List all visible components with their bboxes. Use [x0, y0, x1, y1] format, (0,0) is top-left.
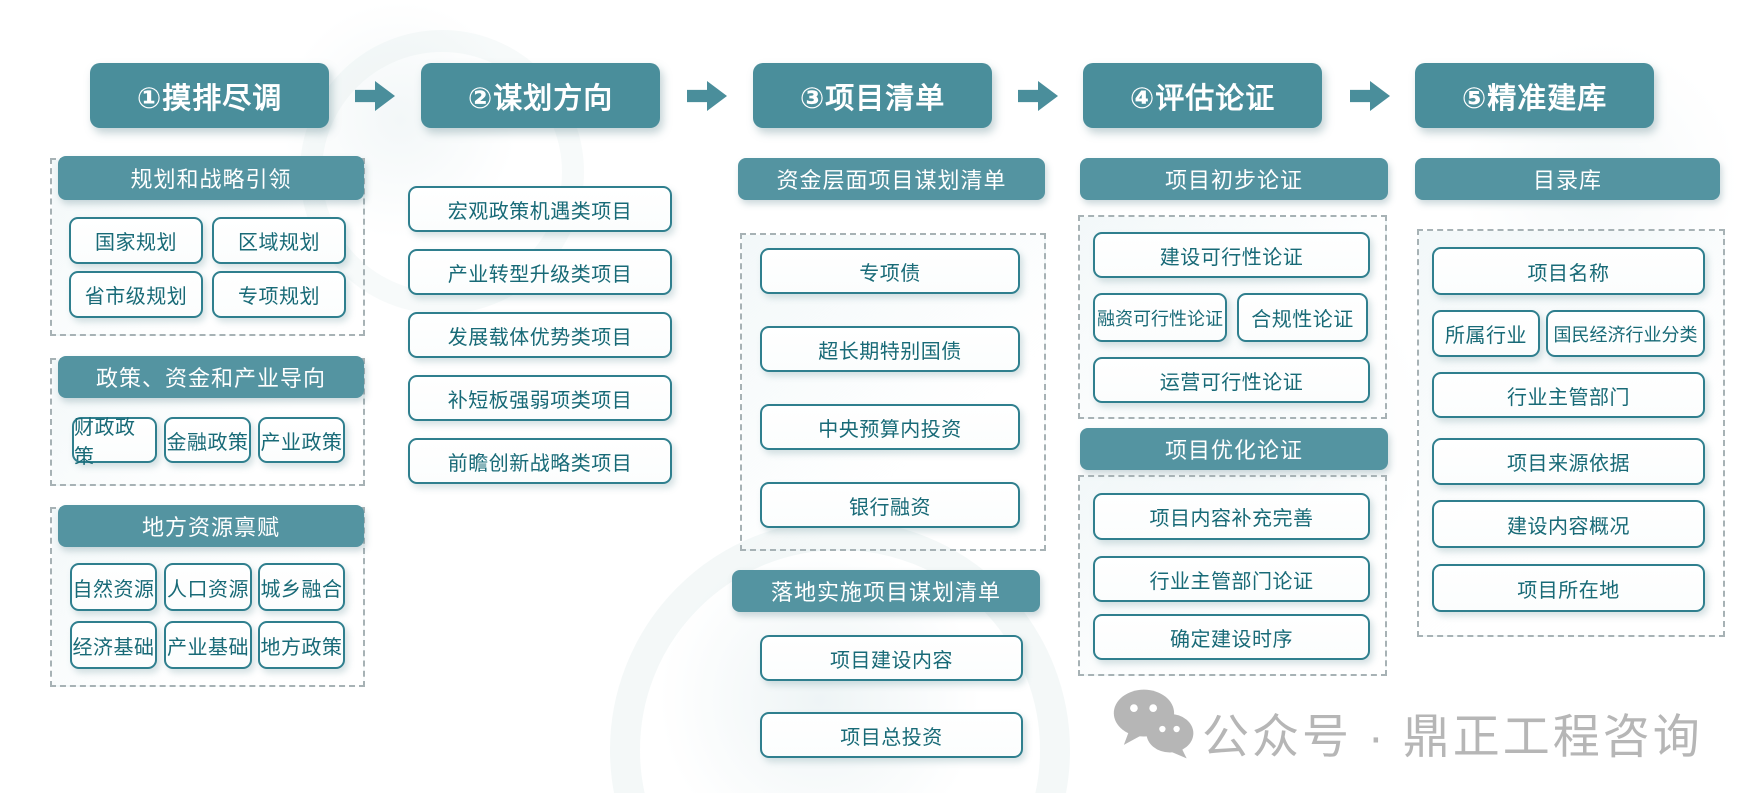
flow-box: 前瞻创新战略类项目 [408, 438, 672, 484]
flow-box: 人口资源 [164, 563, 252, 611]
flow-box: 所属行业 [1432, 310, 1540, 357]
flow-box: 城乡融合 [258, 563, 345, 611]
step-header-2: ②谋划方向 [421, 63, 660, 128]
arrow-right-icon [1018, 81, 1058, 111]
col1-group3-title-bar: 地方资源禀赋 [58, 505, 364, 547]
col4-group2-title-bar: 项目优化论证 [1080, 428, 1388, 470]
step-header-1: ①摸排尽调 [90, 63, 329, 128]
flow-box: 宏观政策机遇类项目 [408, 186, 672, 232]
step-header-3: ③项目清单 [753, 63, 992, 128]
flow-box: 项目所在地 [1432, 564, 1705, 612]
flow-box: 项目总投资 [760, 712, 1023, 758]
step-header-4: ④评估论证 [1083, 63, 1322, 128]
arrow-right-icon [687, 81, 727, 111]
flow-box: 项目内容补充完善 [1093, 493, 1370, 540]
flow-box: 行业主管部门 [1432, 372, 1705, 418]
flow-box: 超长期特别国债 [760, 326, 1020, 372]
flow-box: 区域规划 [212, 217, 346, 264]
arrow-right-icon [355, 81, 395, 111]
wechat-icon [1112, 688, 1196, 765]
arrow-right-icon [1350, 81, 1390, 111]
flow-box: 融资可行性论证 [1093, 293, 1227, 342]
flow-box: 项目名称 [1432, 247, 1705, 295]
flow-box: 确定建设时序 [1093, 614, 1370, 660]
col4-group1-title-bar: 项目初步论证 [1080, 158, 1388, 200]
flow-box: 产业政策 [258, 417, 345, 463]
flow-box: 项目来源依据 [1432, 438, 1705, 485]
col1-group2-title-bar: 政策、资金和产业导向 [58, 356, 364, 398]
flow-box: 国民经济行业分类 [1546, 310, 1705, 357]
flow-box: 专项债 [760, 248, 1020, 294]
col1-group1-title-bar: 规划和战略引领 [58, 156, 364, 200]
flow-box: 建设可行性论证 [1093, 232, 1370, 278]
col3-group2-title-bar: 落地实施项目谋划清单 [732, 570, 1040, 612]
flow-box: 省市级规划 [69, 271, 203, 318]
col3-group1-title-bar: 资金层面项目谋划清单 [738, 158, 1045, 200]
flow-box: 建设内容概况 [1432, 500, 1705, 548]
flow-box: 银行融资 [760, 482, 1020, 528]
flow-box: 国家规划 [69, 217, 203, 264]
flow-box: 自然资源 [70, 563, 157, 611]
col5-title-bar: 目录库 [1415, 158, 1720, 200]
flow-box: 金融政策 [164, 417, 251, 463]
flow-box: 经济基础 [70, 621, 157, 669]
watermark-text: 公众号 · 鼎正工程咨询 [1202, 710, 1703, 763]
flow-box: 专项规划 [212, 271, 346, 318]
flow-box: 财政政策 [72, 417, 157, 468]
flow-box: 补短板强弱项类项目 [408, 375, 672, 421]
step-header-5: ⑤精准建库 [1415, 63, 1654, 128]
flow-box: 行业主管部门论证 [1093, 556, 1370, 602]
flow-box: 合规性论证 [1237, 293, 1368, 342]
flow-box: 运营可行性论证 [1093, 357, 1370, 403]
flow-box: 中央预算内投资 [760, 404, 1020, 450]
flow-box: 地方政策 [258, 621, 345, 669]
flow-box: 发展载体优势类项目 [408, 312, 672, 358]
flow-box: 产业基础 [164, 621, 252, 669]
flow-box: 产业转型升级类项目 [408, 249, 672, 295]
flow-box: 项目建设内容 [760, 635, 1023, 681]
